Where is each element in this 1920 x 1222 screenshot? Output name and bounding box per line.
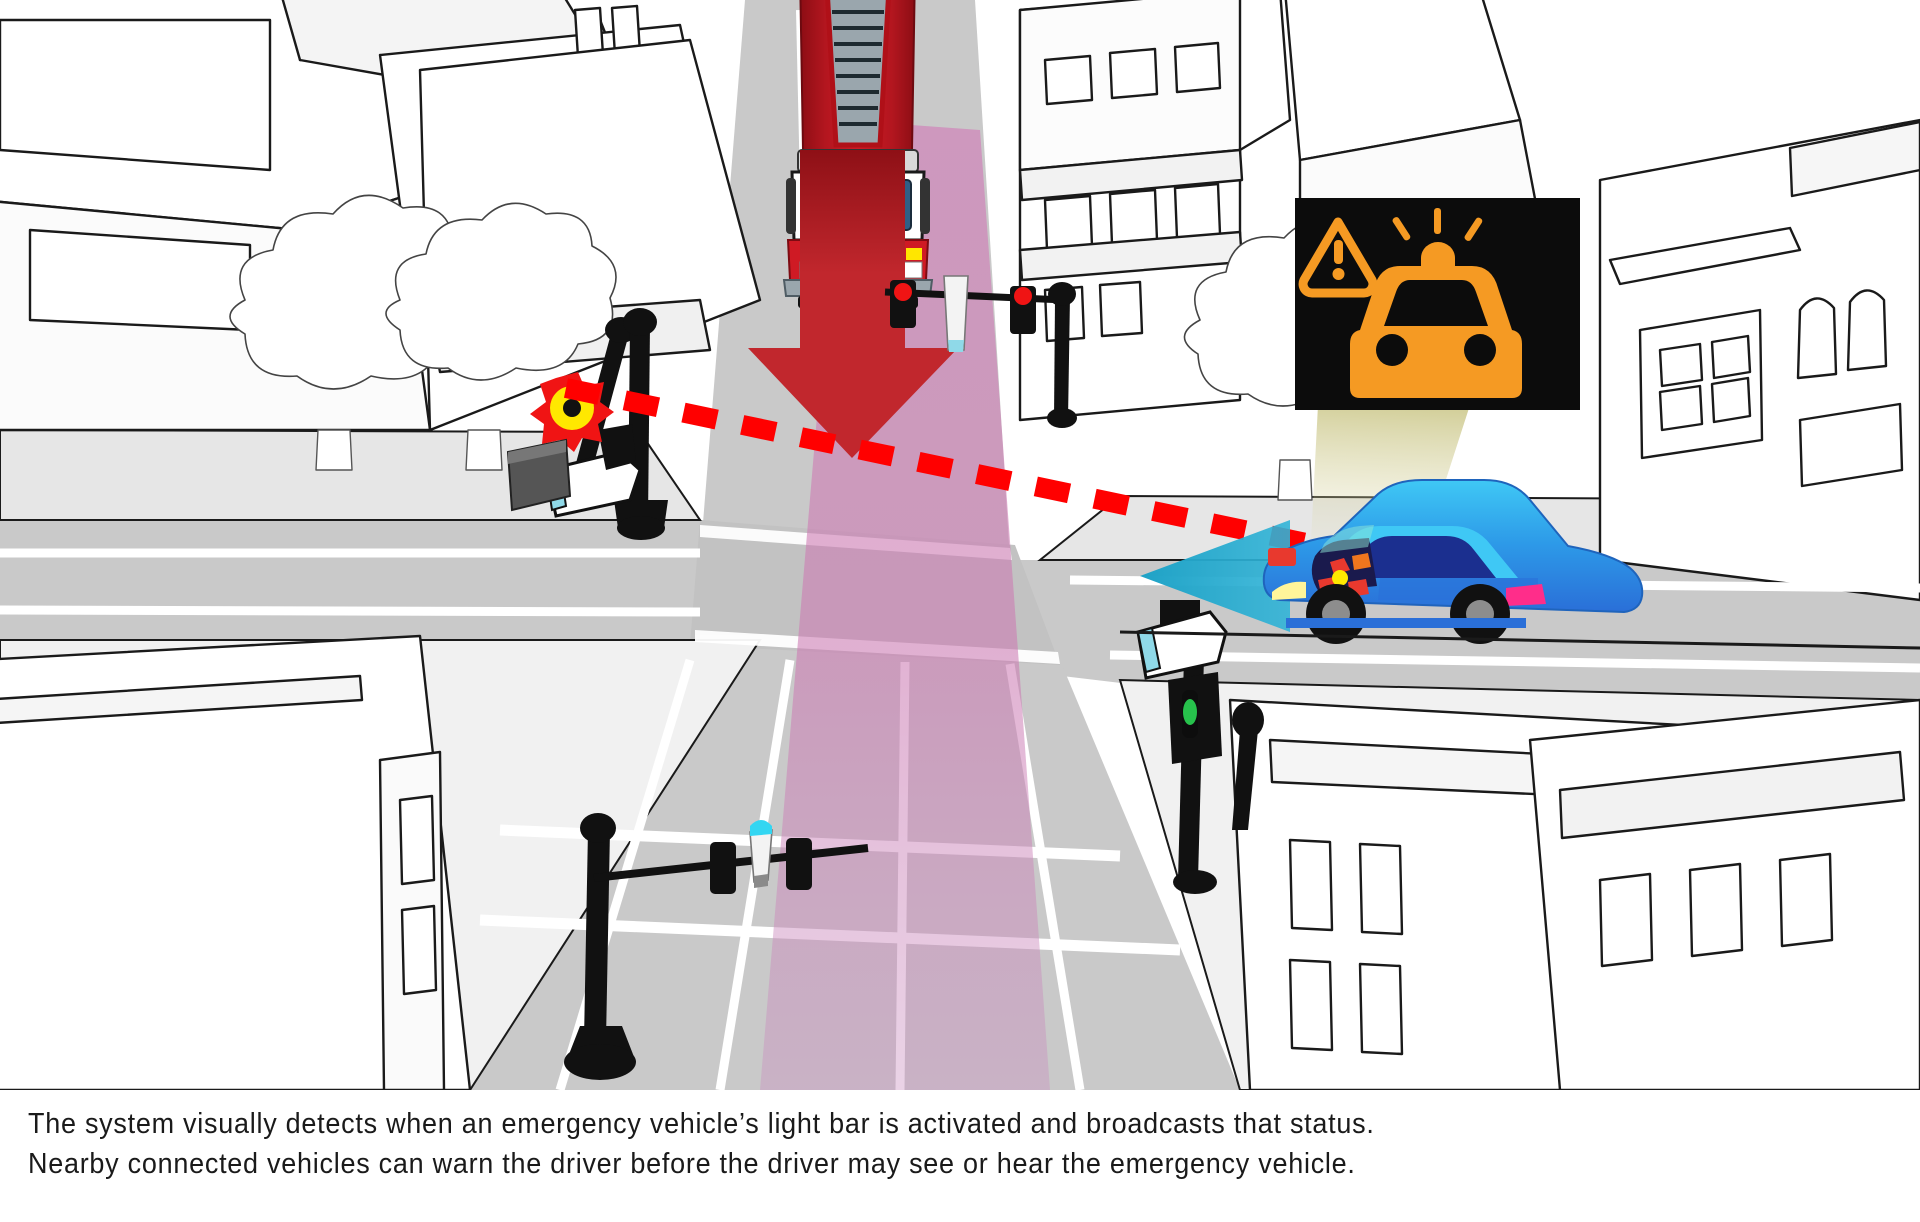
blue-connected-car [1262,479,1644,644]
v2x-broadcast-dashed-line [563,378,1333,558]
emergency-vehicle-warning-icon [1350,208,1522,398]
caption-line-2: Nearby connected vehicles can warn the d… [28,1148,1356,1180]
roadside-camera-sensor [506,308,668,540]
curb-line [1119,630,1920,650]
warning-triangle-icon [1298,217,1378,298]
traffic-signal-north [884,275,1077,428]
intersection-scene [0,0,1920,1090]
traffic-signal-east [1136,600,1264,894]
caption-line-1: The system visually detects when an emer… [28,1108,1375,1140]
traffic-signal-south [564,813,869,1080]
scene-svg [0,0,1920,1090]
buildings-line-art [0,0,1920,1090]
fire-truck-approach-arrow [748,150,958,458]
caption-block: The system visually detects when an emer… [0,1090,1920,1222]
